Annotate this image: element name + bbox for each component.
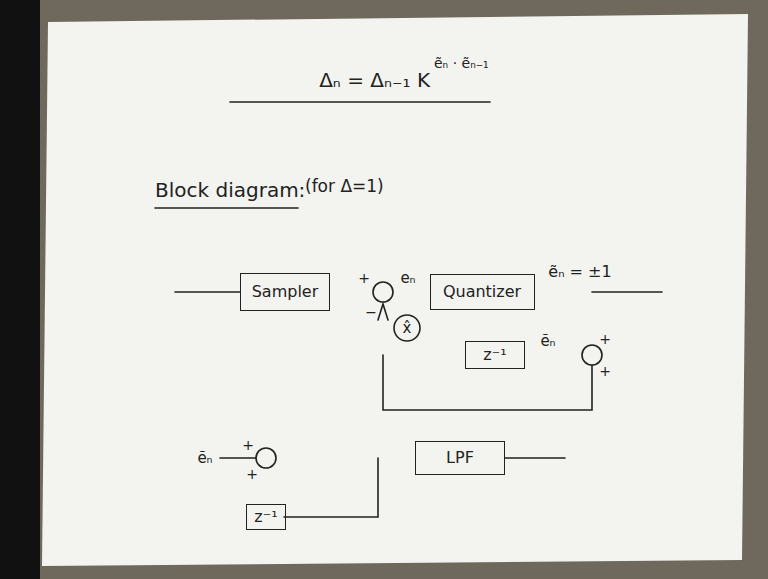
- process-box: Sampler: [240, 273, 330, 311]
- input-wire: [220, 457, 256, 459]
- annotation-label: Δₙ = Δₙ₋₁ K: [319, 69, 430, 91]
- annotation-label: x̂: [403, 320, 412, 337]
- annotation-label: ẽₙ · ẽₙ₋₁: [434, 56, 489, 71]
- box-label: Quantizer: [443, 283, 521, 301]
- box-label: z⁻¹: [254, 508, 277, 526]
- process-box: z⁻¹: [465, 341, 525, 369]
- feedback-wire: [284, 458, 378, 517]
- output-wire: [505, 457, 565, 459]
- box-label: z⁻¹: [483, 346, 506, 364]
- annotation-label: +: [599, 364, 611, 379]
- process-box: Quantizer: [430, 274, 535, 310]
- annotation-label: +: [599, 332, 611, 347]
- annotation-label: Block diagram:: [155, 179, 305, 201]
- dark-strip: [0, 0, 40, 579]
- input-arrow-tick: [378, 304, 388, 320]
- label-circle: [394, 315, 420, 341]
- annotation-label: eₙ: [400, 270, 415, 287]
- heading-underline: [155, 207, 298, 209]
- output-wire: [592, 291, 662, 293]
- annotation-label: +: [358, 271, 370, 286]
- process-box: LPF: [415, 441, 505, 475]
- summing-junction: [373, 282, 393, 302]
- annotation-label: +: [246, 467, 258, 482]
- annotation-label: (for Δ=1): [305, 177, 384, 196]
- paper-sheet: [42, 14, 748, 566]
- formula-underline: [230, 101, 490, 103]
- process-box: z⁻¹: [246, 504, 285, 530]
- input-wire: [175, 291, 240, 293]
- box-label: LPF: [446, 449, 474, 467]
- annotation-label: +: [242, 438, 254, 453]
- summing-junction: [256, 448, 276, 468]
- annotation-label: −: [365, 305, 377, 320]
- annotation-label: ẽₙ: [197, 450, 212, 467]
- annotation-label: ẽₙ: [540, 333, 555, 350]
- annotation-label: ẽₙ = ±1: [548, 263, 611, 281]
- summing-junction: [582, 345, 602, 365]
- box-label: Sampler: [252, 283, 319, 301]
